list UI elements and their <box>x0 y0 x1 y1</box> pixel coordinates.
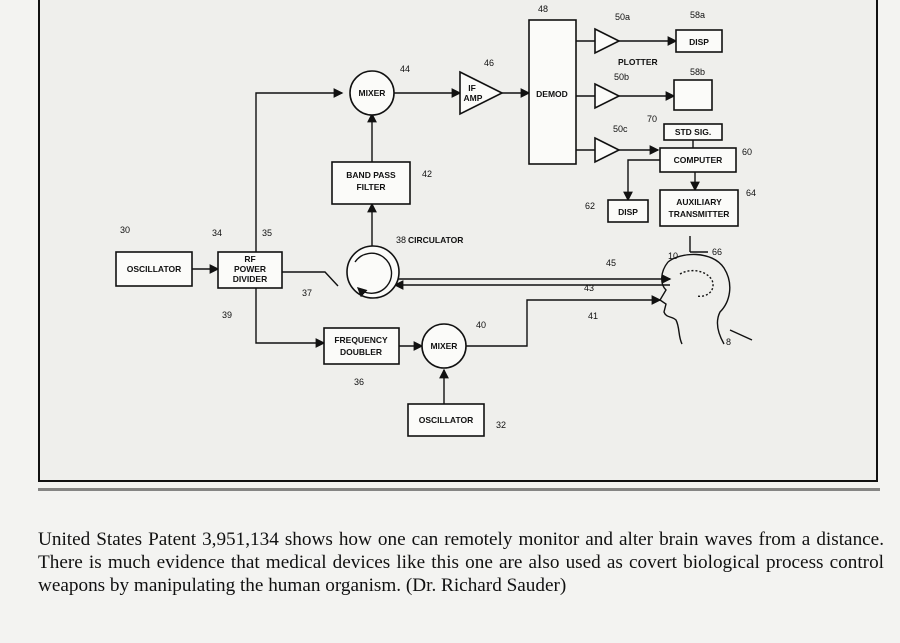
band-pass-filter-block: BAND PASS FILTER <box>332 162 410 204</box>
ref-39: 39 <box>222 310 232 320</box>
circulator-label: CIRCULATOR <box>408 235 463 245</box>
band-pass-label-1: BAND PASS <box>346 170 396 180</box>
plotter-block: PLOTTER <box>618 57 712 110</box>
rf-divider-label-1: RF <box>244 254 255 264</box>
ref-8: 8 <box>726 337 731 347</box>
ref-40: 40 <box>476 320 486 330</box>
ref-35: 35 <box>262 228 272 238</box>
rf-power-divider-block: RF POWER DIVIDER <box>218 252 282 288</box>
wire-divider-to-circulator <box>282 272 338 286</box>
patent-block-diagram: OSCILLATOR RF POWER DIVIDER FREQUENCY DO… <box>40 0 878 482</box>
frequency-doubler-block: FREQUENCY DOUBLER <box>324 328 399 364</box>
ref-46: 46 <box>484 58 494 68</box>
ref-58b: 58b <box>690 67 705 77</box>
demodulator-block: DEMOD <box>529 20 576 164</box>
aux-label-2: TRANSMITTER <box>669 209 730 219</box>
ref-50c: 50c <box>613 124 628 134</box>
demod-label: DEMOD <box>536 89 568 99</box>
ref-42: 42 <box>422 169 432 179</box>
oscillator-bottom-label: OSCILLATOR <box>419 415 473 425</box>
ref-50b: 50b <box>614 72 629 82</box>
ref-60: 60 <box>742 147 752 157</box>
ref-44: 44 <box>400 64 410 74</box>
wire-mixer-to-head <box>465 300 660 346</box>
computer-block: COMPUTER <box>660 148 736 172</box>
rf-divider-label-3: DIVIDER <box>233 274 267 284</box>
computer-label: COMPUTER <box>674 155 723 165</box>
ref-45: 45 <box>606 258 616 268</box>
mixer-top: MIXER <box>350 71 394 115</box>
plotter-label: PLOTTER <box>618 57 658 67</box>
ref-38: 38 <box>396 235 406 245</box>
ref-66: 66 <box>712 247 722 257</box>
ref-10: 10 <box>668 251 678 261</box>
ref-36: 36 <box>354 377 364 387</box>
ref-48: 48 <box>538 4 548 14</box>
wire-computer-to-disp <box>628 160 660 200</box>
oscillator-left-block: OSCILLATOR <box>116 252 192 286</box>
amplifier-50b <box>595 84 619 108</box>
display-top-label: DISP <box>689 37 709 47</box>
ref-64: 64 <box>746 188 756 198</box>
display-top-block: DISP <box>676 30 722 52</box>
caption-text: United States Patent 3,951,134 shows how… <box>38 528 884 597</box>
if-amp-label-1: IF <box>468 83 476 93</box>
display-bottom-label: DISP <box>618 207 638 217</box>
oscillator-left-label: OSCILLATOR <box>127 264 181 274</box>
band-pass-label-2: FILTER <box>356 182 385 192</box>
amplifier-50c <box>595 138 619 162</box>
mixer-bottom-label: MIXER <box>431 341 458 351</box>
rf-divider-label-2: POWER <box>234 264 266 274</box>
if-amplifier: IF AMP <box>460 72 502 114</box>
mixer-bottom: MIXER <box>422 324 466 368</box>
if-amp-label-2: AMP <box>464 93 483 103</box>
ref-50a: 50a <box>615 12 630 22</box>
ref-32: 32 <box>496 420 506 430</box>
patent-diagram-frame: OSCILLATOR RF POWER DIVIDER FREQUENCY DO… <box>38 0 878 482</box>
auxiliary-transmitter-block: AUXILIARY TRANSMITTER <box>660 190 738 226</box>
ref-34: 34 <box>212 228 222 238</box>
separator-line <box>38 488 880 491</box>
ref-70: 70 <box>647 114 657 124</box>
ref-41: 41 <box>588 311 598 321</box>
ref-43: 43 <box>584 283 594 293</box>
ref-30: 30 <box>120 225 130 235</box>
freq-doubler-label-1: FREQUENCY <box>334 335 388 345</box>
ref-37: 37 <box>302 288 312 298</box>
oscillator-bottom-block: OSCILLATOR <box>408 404 484 436</box>
human-head-illustration <box>660 254 752 344</box>
freq-doubler-label-2: DOUBLER <box>340 347 382 357</box>
standard-signal-block: STD SIG. <box>664 124 722 140</box>
ref-62: 62 <box>585 201 595 211</box>
std-sig-label: STD SIG. <box>675 127 711 137</box>
mixer-top-label: MIXER <box>359 88 386 98</box>
ref-58a: 58a <box>690 10 705 20</box>
aux-label-1: AUXILIARY <box>676 197 722 207</box>
wire-divider-to-doubler <box>256 287 324 343</box>
amplifier-50a <box>595 29 619 53</box>
display-bottom-block: DISP <box>608 200 648 222</box>
